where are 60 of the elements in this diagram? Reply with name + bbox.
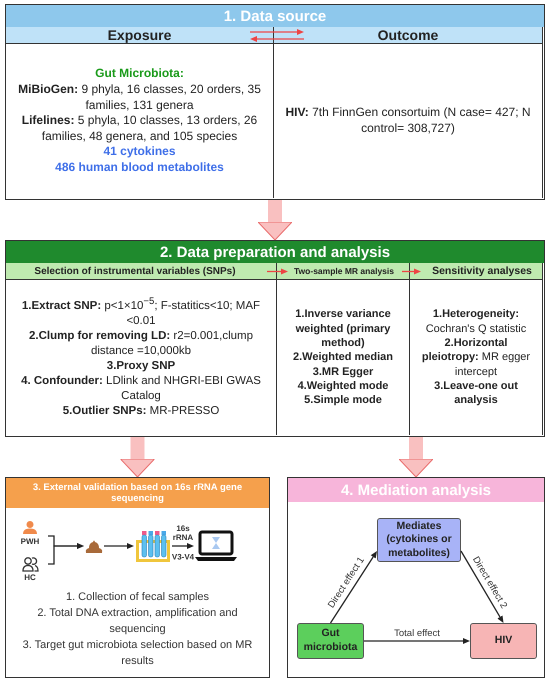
section-header: 4. Mediation analysis bbox=[288, 478, 544, 502]
arrow bbox=[250, 29, 304, 35]
process-box: Gut microbiota bbox=[297, 623, 364, 659]
column-panel bbox=[274, 27, 543, 198]
body-text: 3.Leave-one out analysis bbox=[433, 378, 519, 408]
edge-label: 16s rRNA bbox=[172, 525, 194, 543]
arrow bbox=[460, 550, 504, 623]
body-text: HIV: 7th FinnGen consortuim (N case= 427; N control= 308,727) bbox=[284, 105, 532, 137]
column-panel bbox=[410, 263, 543, 435]
column-header: Exposure bbox=[6, 27, 273, 44]
arrow bbox=[402, 268, 421, 274]
body-text: 2.Clump for removing LD: r2=0.001,clump distance =10,000kb bbox=[28, 329, 254, 359]
body-text: 2.Horizontal pleiotropy: MR egger intercept bbox=[420, 336, 532, 379]
block-arrow bbox=[398, 437, 434, 478]
body-text: Lifelines: 5 phyla, 10 classes, 13 orders, 26 families, 48 genera, and 105 species bbox=[20, 113, 258, 144]
column-panel bbox=[6, 27, 274, 198]
body-text: 3.Proxy SNP bbox=[106, 358, 176, 374]
arrow bbox=[267, 268, 288, 274]
block-arrow bbox=[258, 200, 292, 240]
column-header: Sensitivity analyses bbox=[410, 263, 542, 280]
arrow bbox=[250, 36, 304, 42]
section-header: 2. Data preparation and analysis bbox=[6, 241, 544, 263]
arrow bbox=[48, 543, 84, 565]
step-text: 3. Target gut microbiota selection based on MR results bbox=[22, 638, 254, 669]
arrow bbox=[104, 543, 134, 549]
body-text: 2.Weighted median bbox=[292, 350, 394, 365]
body-text: 5.Outlier SNPs: MR-PRESSO bbox=[62, 404, 220, 419]
arrow bbox=[364, 638, 470, 644]
body-text: 1.Heterogeneity: Cochran's Q statistic bbox=[424, 307, 528, 336]
column-header: Outcome bbox=[274, 27, 542, 44]
body-text: 3.MR Egger bbox=[312, 364, 374, 379]
section-header: 3. External validation based on 16s rRNA gene sequencing bbox=[6, 478, 269, 508]
step-text: 2. Total DNA extraction, amplification and sequencing bbox=[36, 606, 239, 637]
body-text: 4.Weighted mode bbox=[298, 378, 388, 394]
process-box: HIV bbox=[470, 623, 537, 659]
process-box: Mediates (cytokines or metabolites) bbox=[377, 518, 461, 562]
column-header: Two-sample MR analysis bbox=[277, 263, 409, 280]
section-panel bbox=[5, 4, 545, 200]
body-text: 41 cytokines bbox=[103, 144, 176, 160]
icon-label: HC bbox=[24, 573, 36, 582]
body-text: 1.Inverse variance weighted (primary method) bbox=[294, 307, 392, 350]
body-text: 4. Confounder: LDlink and NHGRI-EBI GWAS Catalog bbox=[20, 374, 262, 404]
body-text: MiBioGen: 9 phyla, 16 classes, 20 orders, 35 families, 131 genera bbox=[17, 82, 262, 114]
column-panel bbox=[277, 263, 410, 435]
icon-label: PWH bbox=[20, 537, 40, 546]
arrow bbox=[172, 543, 194, 549]
step-text: 1. Collection of fecal samples bbox=[64, 590, 210, 605]
block-arrow bbox=[120, 437, 155, 478]
column-panel bbox=[6, 263, 277, 435]
region-label: V3-V4 bbox=[172, 554, 194, 562]
arrow bbox=[330, 551, 377, 624]
body-text: Gut Microbiota: bbox=[95, 66, 184, 82]
column-header: Selection of instrumental variables (SNPs) bbox=[6, 263, 276, 280]
section-panel bbox=[287, 477, 545, 678]
section-panel bbox=[5, 477, 270, 678]
edge-label: Total effect bbox=[394, 628, 440, 640]
body-text: 5.Simple mode bbox=[304, 393, 382, 408]
section-panel bbox=[5, 240, 545, 437]
body-text: 486 human blood metabolites bbox=[55, 160, 224, 176]
section-header: 1. Data source bbox=[6, 5, 544, 27]
